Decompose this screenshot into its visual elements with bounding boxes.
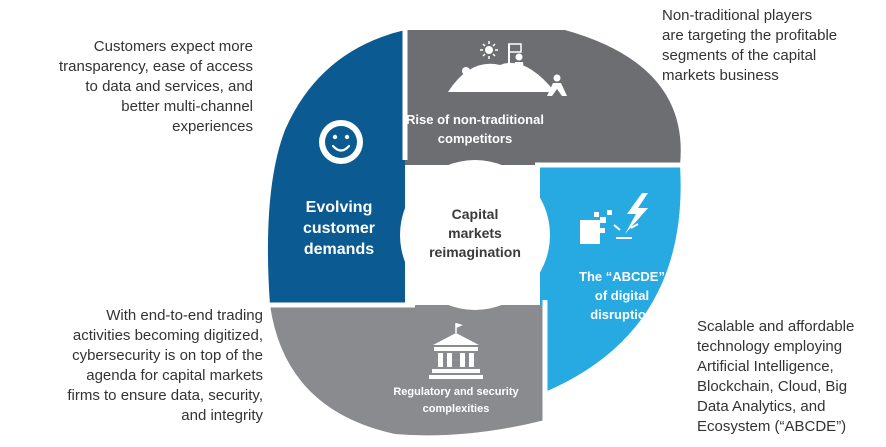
note-line: markets business	[662, 67, 779, 84]
center-label-line-1: Capital	[452, 206, 499, 222]
note-line: agenda for capital markets	[86, 367, 263, 384]
center-label-line-2: markets	[448, 225, 502, 241]
note-customer-demands: Customers expect more transparency, ease…	[59, 37, 253, 137]
segment-bottom-label-line-2: complexities	[423, 403, 490, 415]
segment-right-label-line-1: The “ABCDE”	[579, 269, 665, 284]
segment-bottom	[270, 305, 545, 436]
note-line: Ecosystem (“ABCDE”)	[697, 418, 847, 435]
center-label-line-3: reimagination	[429, 244, 521, 260]
note-line: transparency, ease of access	[59, 58, 253, 75]
smiley-face-icon	[319, 120, 363, 164]
note-line: technology employing	[697, 338, 843, 355]
note-non-traditional-players: Non-traditional players are targeting th…	[662, 6, 837, 86]
segment-left	[267, 30, 405, 305]
note-line: Artificial Intelligence,	[697, 358, 834, 375]
center-circle	[400, 160, 550, 310]
segment-top-label-line-1: Rise of non-traditional	[406, 112, 544, 127]
note-line: Customers expect more	[93, 38, 253, 55]
government-building-icon	[429, 323, 483, 379]
digital-lightning-icon	[580, 193, 648, 244]
note-line: Scalable and affordable	[697, 318, 855, 335]
segment-right	[540, 165, 681, 392]
mountain-climbers-icon	[448, 41, 567, 96]
segment-top-label-line-2: competitors	[438, 131, 512, 146]
note-line: With end-to-end trading	[106, 307, 263, 324]
note-line: experiences	[172, 118, 253, 135]
segment-right-label-line-3: disruption	[590, 307, 654, 322]
segment-top-body	[405, 30, 681, 165]
note-line: Data Analytics, and	[697, 398, 826, 415]
segment-left-label-line-2: customer	[303, 220, 375, 237]
note-line: activities becoming digitized,	[72, 327, 263, 344]
note-abcde-technology: Scalable and affordable technology emplo…	[697, 317, 854, 437]
note-cybersecurity: With end-to-end trading activities becom…	[67, 306, 263, 426]
note-line: and integrity	[181, 407, 263, 424]
note-line: firms to ensure data, security,	[67, 387, 263, 404]
note-line: cybersecurity is on top of the	[72, 347, 263, 364]
note-line: to data and services, and	[85, 78, 253, 95]
note-line: are targeting the profitable	[662, 27, 838, 44]
segment-bottom-label-line-1: Regulatory and security	[393, 386, 519, 398]
note-line: Non-traditional players	[662, 7, 813, 24]
segment-left-label-line-1: Evolving	[306, 199, 373, 216]
note-line: Blockchain, Cloud, Big	[697, 378, 848, 395]
segment-right-label-line-2: of digital	[595, 288, 649, 303]
note-line: segments of the capital	[662, 47, 817, 64]
note-line: better multi-channel	[121, 98, 253, 115]
segment-left-label-line-3: demands	[304, 241, 374, 258]
